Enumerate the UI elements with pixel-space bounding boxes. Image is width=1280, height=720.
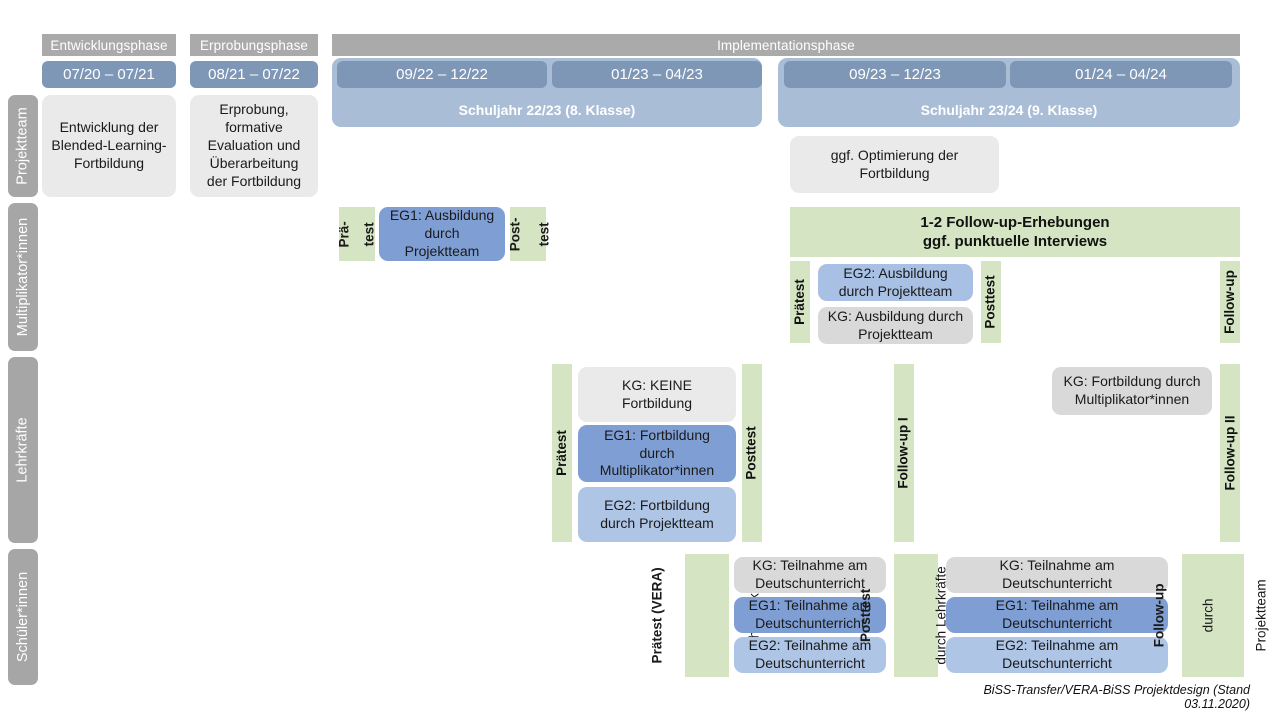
card-kg-teilnahme-deutschunterricht: KG: Teilnahme am Deutschunterricht (734, 557, 886, 593)
praetest-vera-strip-schueler: Prätest (VERA) durch Lehrkräfte (649, 554, 762, 677)
school-year-label: Schuljahr 22/23 (8. Klasse) (458, 102, 636, 118)
footer-caption: BiSS-Transfer/VERA-BiSS Projektdesign (S… (983, 683, 1250, 711)
card-eg1-teilnahme-deutschunterricht-2: EG1: Teilnahme am Deutschunterricht (946, 597, 1168, 633)
card-text: EG1: Fortbildung durch Multiplikator*inn… (599, 426, 715, 479)
followup-strip-multiplikatoren: Follow-up (1220, 261, 1240, 343)
followup2-strip-lehrkraefte: Follow-up II (1220, 364, 1240, 542)
row-label-text: Schüler*innen (15, 571, 32, 663)
phase-band-erprobungsphase: Erprobungsphase (190, 34, 318, 56)
school-year-label: Schuljahr 23/24 (9. Klasse) (920, 102, 1098, 118)
card-eg2-fortbildung-projektteam: EG2: Fortbildung durch Projektteam (578, 487, 736, 542)
period-box-0124-0424: 01/24 – 04/24 (1010, 61, 1232, 88)
card-text: EG2: Fortbildung durch Projektteam (600, 496, 714, 531)
card-text: ggf. Optimierung der Fortbildung (830, 146, 959, 181)
followup1-strip-lehrkraefte: Follow-up I (894, 364, 914, 542)
period-box-0720-0721: 07/20 – 07/21 (42, 61, 176, 88)
row-label-schuelerinnen: Schüler*innen (8, 549, 38, 685)
period-label: 08/21 – 07/22 (208, 66, 300, 83)
period-label: 07/20 – 07/21 (63, 66, 155, 83)
phase-band-label: Entwicklungsphase (50, 37, 168, 53)
phase-band-entwicklungsphase: Entwicklungsphase (42, 34, 176, 56)
followup2-label: Follow-up II (1222, 415, 1238, 491)
card-text: Erprobung, formative Evaluation und Über… (206, 101, 302, 189)
card-erprobung-evaluation: Erprobung, formative Evaluation und Über… (190, 95, 318, 197)
card-eg1-ausbildung-projektteam: EG1: Ausbildung durch Projektteam (379, 207, 505, 261)
praetest-strip-multiplikatoren-2: Prätest (790, 261, 810, 343)
period-label: 01/24 – 04/24 (1075, 66, 1167, 83)
posttest-strip-schueler: Posttest durch Lehrkräfte (858, 554, 949, 677)
praetest-label: Prätest (554, 430, 570, 476)
posttest-strip-multiplikatoren-2: Posttest (981, 261, 1001, 343)
row-label-projektteam: Projektteam (8, 95, 38, 197)
card-eg2-teilnahme-deutschunterricht: EG2: Teilnahme am Deutschunterricht (734, 637, 886, 673)
card-text: EG1: Teilnahme am Deutschunterricht (995, 597, 1119, 631)
card-text: EG2: Teilnahme am Deutschunterricht (995, 637, 1119, 671)
followup-line2: durch (1200, 598, 1216, 633)
banner-followup-erhebungen: 1-2 Follow-up-Erhebungen ggf. punktuelle… (790, 207, 1240, 257)
followup-line3: Projektteam (1253, 579, 1269, 652)
card-text: KG: Ausbildung durch Projektteam (827, 307, 964, 342)
card-eg2-teilnahme-deutschunterricht-2: EG2: Teilnahme am Deutschunterricht (946, 637, 1168, 673)
banner-line1: 1-2 Follow-up-Erhebungen (920, 213, 1110, 231)
period-box-0922-1222: 09/22 – 12/22 (337, 61, 547, 88)
card-eg2-ausbildung-projektteam: EG2: Ausbildung durch Projektteam (818, 264, 973, 301)
card-eg1-teilnahme-deutschunterricht: EG1: Teilnahme am Deutschunterricht (734, 597, 886, 633)
praetest-strip-multiplikatoren: Prä- test (336, 207, 377, 261)
posttest-line1: Post- (507, 217, 523, 251)
period-box-0123-0423: 01/23 – 04/23 (552, 61, 762, 88)
row-label-text: Lehrkräfte (15, 417, 32, 483)
card-kg-fortbildung-multiplikatoren: KG: Fortbildung durch Multiplikator*inne… (1052, 367, 1212, 415)
card-kg-keine-fortbildung: KG: KEINE Fortbildung (578, 367, 736, 422)
banner-line2: ggf. punktuelle Interviews (922, 233, 1108, 250)
card-text: EG1: Ausbildung durch Projektteam (389, 207, 495, 259)
card-text: EG1: Teilnahme am Deutschunterricht (748, 597, 872, 631)
praetest-line2: test (361, 221, 377, 247)
posttest-label: Posttest (983, 275, 999, 329)
card-text: EG2: Teilnahme am Deutschunterricht (748, 637, 872, 671)
card-kg-teilnahme-deutschunterricht-2: KG: Teilnahme am Deutschunterricht (946, 557, 1168, 593)
period-box-0821-0722: 08/21 – 07/22 (190, 61, 318, 88)
praetest-vera-line1: Prätest (VERA) (649, 567, 665, 664)
card-kg-ausbildung-projektteam: KG: Ausbildung durch Projektteam (818, 307, 973, 344)
card-text: KG: KEINE Fortbildung (621, 376, 693, 411)
row-label-lehrkraefte: Lehrkräfte (8, 357, 38, 543)
card-text: KG: Teilnahme am Deutschunterricht (752, 557, 868, 591)
followup-label: Follow-up (1222, 270, 1238, 334)
phase-band-label: Implementationsphase (717, 37, 855, 53)
posttest-line1: Posttest (858, 588, 874, 643)
card-ggf-optimierung: ggf. Optimierung der Fortbildung (790, 136, 999, 193)
praetest-line1: Prä- (336, 220, 352, 248)
posttest-strip-multiplikatoren: Post- test (507, 207, 551, 261)
period-label: 09/23 – 12/23 (849, 66, 941, 83)
row-label-text: Multiplikator*innen (15, 217, 32, 337)
followup-line1: Follow-up (1151, 583, 1167, 648)
praetest-strip-lehrkraefte: Prätest (552, 364, 572, 542)
card-text: KG: Fortbildung durch Multiplikator*inne… (1063, 373, 1201, 407)
row-label-multiplikatorinnen: Multiplikator*innen (8, 203, 38, 351)
phase-band-label: Erprobungsphase (199, 37, 309, 53)
posttest-strip-lehrkraefte: Posttest (742, 364, 762, 542)
card-text: KG: Teilnahme am Deutschunterricht (999, 557, 1115, 591)
followup1-label: Follow-up I (896, 417, 912, 489)
posttest-label: Posttest (744, 426, 760, 480)
period-label: 09/22 – 12/22 (396, 66, 488, 83)
followup-strip-schueler: Follow-up durch Projektteam (1152, 554, 1268, 677)
phase-band-implementationsphase: Implementationsphase (332, 34, 1240, 56)
card-text: EG2: Ausbildung durch Projektteam (838, 264, 953, 299)
period-label: 01/23 – 04/23 (611, 66, 703, 83)
card-entwicklung-fortbildung: Entwicklung der Blended-Learning-Fortbil… (42, 95, 176, 197)
card-eg1-fortbildung-multiplikatoren: EG1: Fortbildung durch Multiplikator*inn… (578, 425, 736, 482)
card-text: Entwicklung der Blended-Learning-Fortbil… (51, 119, 167, 171)
period-box-0923-1223: 09/23 – 12/23 (784, 61, 1006, 88)
row-label-text: Projektteam (15, 107, 31, 185)
praetest-label: Prätest (792, 279, 808, 325)
posttest-line2: test (536, 221, 552, 247)
